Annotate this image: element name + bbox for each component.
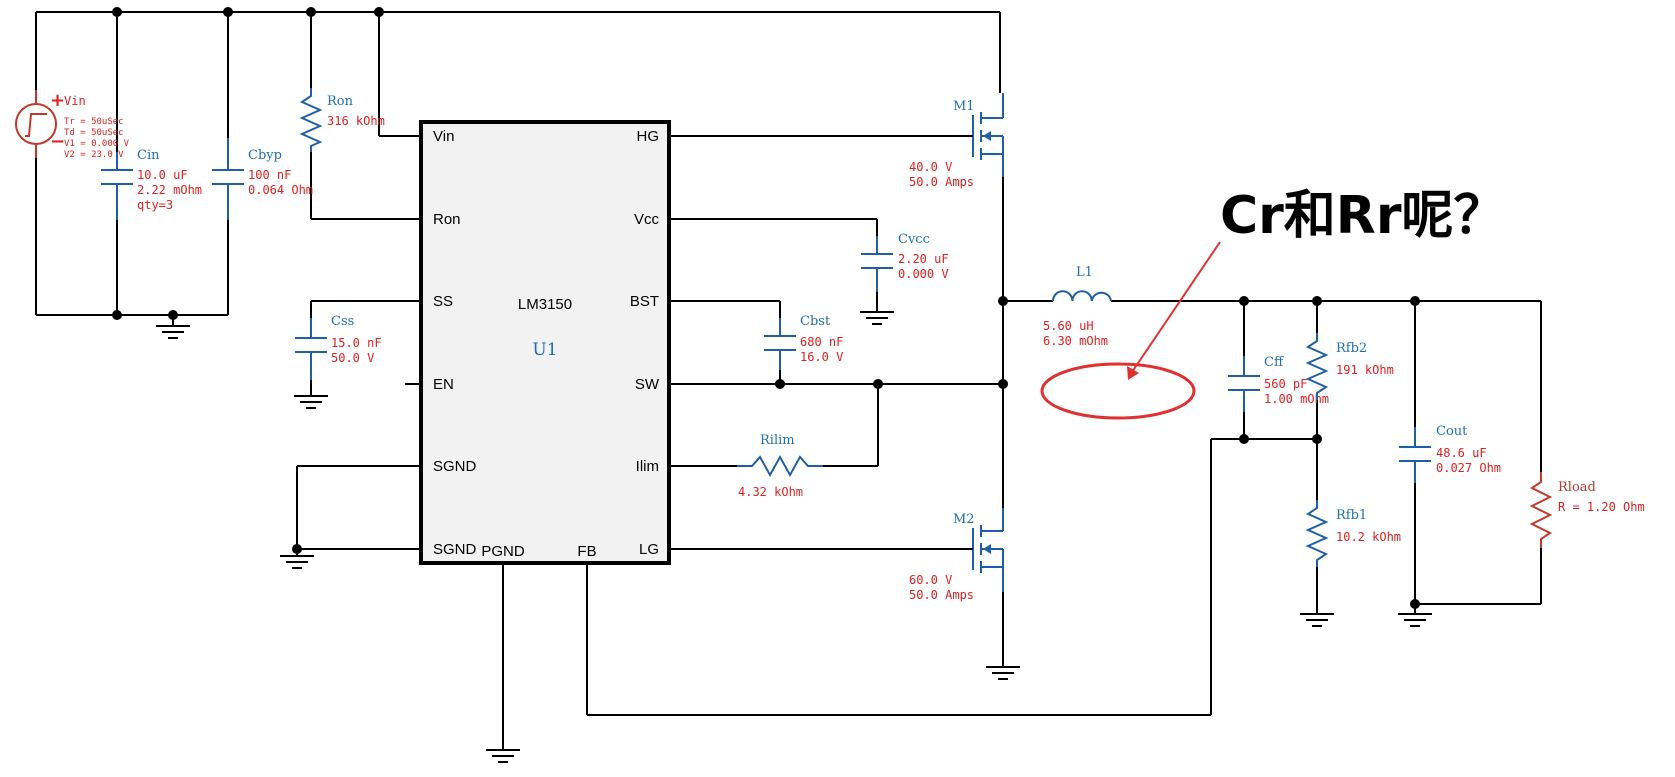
cbst-value-2: 16.0 V (800, 350, 843, 364)
cff-value-1: 560 pF (1264, 377, 1307, 391)
cbyp-label: Cbyp (248, 148, 282, 163)
ground-symbol (1300, 613, 1334, 627)
l1-label: L1 (1076, 265, 1093, 280)
cbst-label: Cbst (800, 314, 831, 329)
vin-source-label: Vin (64, 94, 86, 108)
capacitor-css-symbol (295, 318, 327, 380)
cin-value-2: 2.22 mOhm (137, 183, 202, 197)
pin-pgnd: PGND (481, 543, 525, 560)
vin-param-tr: Tr = 50uSec (64, 117, 124, 127)
pin-fb: FB (577, 543, 596, 560)
rfb1-label: Rfb1 (1336, 508, 1367, 523)
cin-value-3: qty=3 (137, 198, 173, 212)
cout-label: Cout (1436, 424, 1468, 439)
m1-label: M1 (953, 99, 975, 114)
pin-sgnd-2: SGND (433, 541, 477, 558)
ground-symbol (156, 315, 190, 339)
ron-value: 316 kOhm (327, 114, 385, 128)
cbst-value-1: 680 nF (800, 335, 843, 349)
cff-value-2: 1.00 mOhm (1264, 392, 1329, 406)
m2-value-2: 50.0 Amps (909, 588, 974, 602)
cbyp-value-1: 100 nF (248, 168, 291, 182)
cout-value-2: 0.027 Ohm (1436, 461, 1501, 475)
pin-sw: SW (635, 376, 660, 393)
pin-ilim: Ilim (636, 458, 659, 475)
resistor-ron-symbol (299, 88, 323, 152)
vin-param-v1: V1 = 0.000 V (64, 139, 130, 149)
cvcc-value-1: 2.20 uF (898, 252, 949, 266)
pin-ss: SS (433, 293, 453, 310)
ground-symbol (486, 749, 520, 763)
ron-label: Ron (327, 94, 354, 109)
pin-lg: LG (639, 541, 659, 558)
rload-label: Rload (1558, 480, 1596, 495)
ground-symbol (280, 555, 314, 569)
vin-source: + − (15, 90, 65, 158)
rfb2-label: Rfb2 (1336, 341, 1367, 356)
highlight-ellipse (1040, 362, 1196, 420)
css-value-2: 50.0 V (331, 351, 374, 365)
m1-value-1: 40.0 V (909, 160, 952, 174)
rfb2-value: 191 kOhm (1336, 363, 1394, 377)
ground-symbol (294, 395, 328, 409)
annotation-arrow-line (1131, 241, 1221, 373)
cin-value-1: 10.0 uF (137, 168, 188, 182)
m2-value-1: 60.0 V (909, 573, 952, 587)
capacitor-cout-symbol (1399, 427, 1431, 483)
m1-value-2: 50.0 Amps (909, 175, 974, 189)
css-label: Css (331, 314, 354, 329)
capacitor-cvcc-symbol (861, 236, 893, 292)
annotation-arrowhead (1127, 366, 1139, 380)
ic-part-name: LM3150 (518, 296, 572, 313)
pin-vin: Vin (433, 128, 454, 145)
ground-symbol (860, 311, 894, 325)
rfb1-value: 10.2 kOhm (1336, 530, 1401, 544)
annotation-question: Cr和Rr呢？ (1220, 186, 1506, 246)
rilim-value: 4.32 kOhm (738, 485, 803, 499)
cout-value-1: 48.6 uF (1436, 446, 1487, 460)
l1-value-1: 5.60 uH (1043, 319, 1094, 333)
rload-value: R = 1.20 Ohm (1558, 500, 1645, 514)
vin-param-v2: V2 = 23.0 V (64, 150, 124, 160)
m2-label: M2 (953, 512, 975, 527)
cvcc-label: Cvcc (898, 232, 930, 247)
l1-value-2: 6.30 mOhm (1043, 334, 1108, 348)
pin-sgnd-1: SGND (433, 458, 477, 475)
ground-symbol (1398, 613, 1432, 627)
cbyp-value-2: 0.064 Ohm (248, 183, 313, 197)
capacitor-cbyp-symbol (212, 138, 244, 220)
ground-symbol (986, 666, 1020, 680)
mosfet-m1-symbol (952, 93, 1004, 177)
css-value-1: 15.0 nF (331, 336, 382, 350)
capacitor-cff-symbol (1228, 356, 1260, 412)
pin-ron: Ron (433, 211, 461, 228)
pin-en: EN (433, 376, 454, 393)
ic-body (419, 120, 671, 565)
ic-ref: U1 (532, 340, 557, 360)
pin-vcc: Vcc (634, 211, 660, 228)
cvcc-value-2: 0.000 V (898, 267, 949, 281)
cff-label: Cff (1264, 355, 1285, 370)
resistor-rfb2-symbol (1305, 333, 1329, 400)
wires (35, 11, 1542, 750)
svg-text:−: − (50, 131, 65, 152)
svg-text:+: + (50, 90, 65, 111)
rilim-label: Rilim (760, 433, 795, 448)
capacitor-cbst-symbol (764, 318, 796, 370)
junction-dots (112, 7, 1420, 609)
resistor-rload-symbol (1529, 472, 1553, 548)
resistor-rfb1-symbol (1305, 500, 1329, 567)
vin-param-td: Td = 50uSec (64, 128, 124, 138)
pin-hg: HG (637, 128, 660, 145)
mosfet-m2-symbol (952, 508, 1004, 592)
inductor-l1-symbol (1052, 290, 1112, 302)
cin-label: Cin (137, 148, 160, 163)
capacitor-cin-symbol (101, 152, 133, 220)
pin-bst: BST (630, 293, 659, 310)
resistor-rilim-symbol (737, 454, 823, 478)
